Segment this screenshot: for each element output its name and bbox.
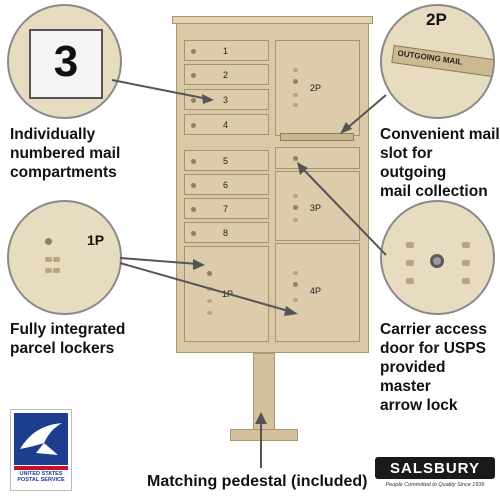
number-plate: 3 <box>29 29 103 99</box>
compartment-door-6: 6 <box>184 174 269 195</box>
mailbox-top-cap <box>172 16 373 24</box>
arrow-parcel-1 <box>119 257 205 270</box>
caption-parcel-lockers: Fully integrated parcel lockers <box>10 321 126 357</box>
salsbury-logo-text: SALSBURY <box>390 460 480 477</box>
compartment-door-4: 4 <box>184 114 269 135</box>
locker-label-2p: 2P <box>426 10 447 29</box>
usps-logo: UNITED STATES POSTAL SERVICE <box>10 409 72 491</box>
carrier-access-door <box>275 147 360 169</box>
arrow-numbered <box>111 79 214 104</box>
caption-carrier-door: Carrier access door for USPS provided ma… <box>380 321 487 414</box>
compartment-door-7: 7 <box>184 198 269 219</box>
compartment-door-1: 1 <box>184 40 269 61</box>
compartment-door-8: 8 <box>184 222 269 243</box>
arrow-outgoing <box>340 94 387 134</box>
arrow-parcel-2 <box>119 262 298 316</box>
callout-circle-outgoing: 2P OUTGOING MAIL <box>380 4 495 119</box>
arrow-carrier-lock <box>297 162 387 256</box>
callout-circle-numbered: 3 <box>7 4 122 119</box>
caption-numbered-compartments: Individually numbered mail compartments <box>10 126 121 181</box>
salsbury-tagline: People Committed to Quality Since 1936 <box>385 482 485 488</box>
compartment-door-2: 2 <box>184 64 269 85</box>
number-plate-label: 3 <box>53 37 79 86</box>
parcel-locker-4p: 4P <box>275 243 360 342</box>
pedestal-base <box>230 429 298 441</box>
caption-pedestal: Matching pedestal (included) <box>147 473 368 490</box>
locker-label-1p: 1P <box>87 232 105 248</box>
caption-outgoing-slot: Convenient mail slot for outgoing mail c… <box>380 126 500 200</box>
usps-eagle-icon <box>14 413 68 465</box>
outgoing-mail-slot <box>280 133 354 141</box>
master-arrow-lock-icon <box>430 254 444 268</box>
callout-circle-parcel: 1P <box>7 200 122 315</box>
usps-label: UNITED STATES POSTAL SERVICE <box>17 471 65 483</box>
callout-circle-carrier-lock <box>380 200 495 315</box>
compartment-door-3: 3 <box>184 89 269 110</box>
salsbury-logo: SALSBURY People Committed to Quality Sin… <box>375 457 495 495</box>
arrow-pedestal <box>255 412 267 468</box>
compartment-door-5: 5 <box>184 150 269 171</box>
